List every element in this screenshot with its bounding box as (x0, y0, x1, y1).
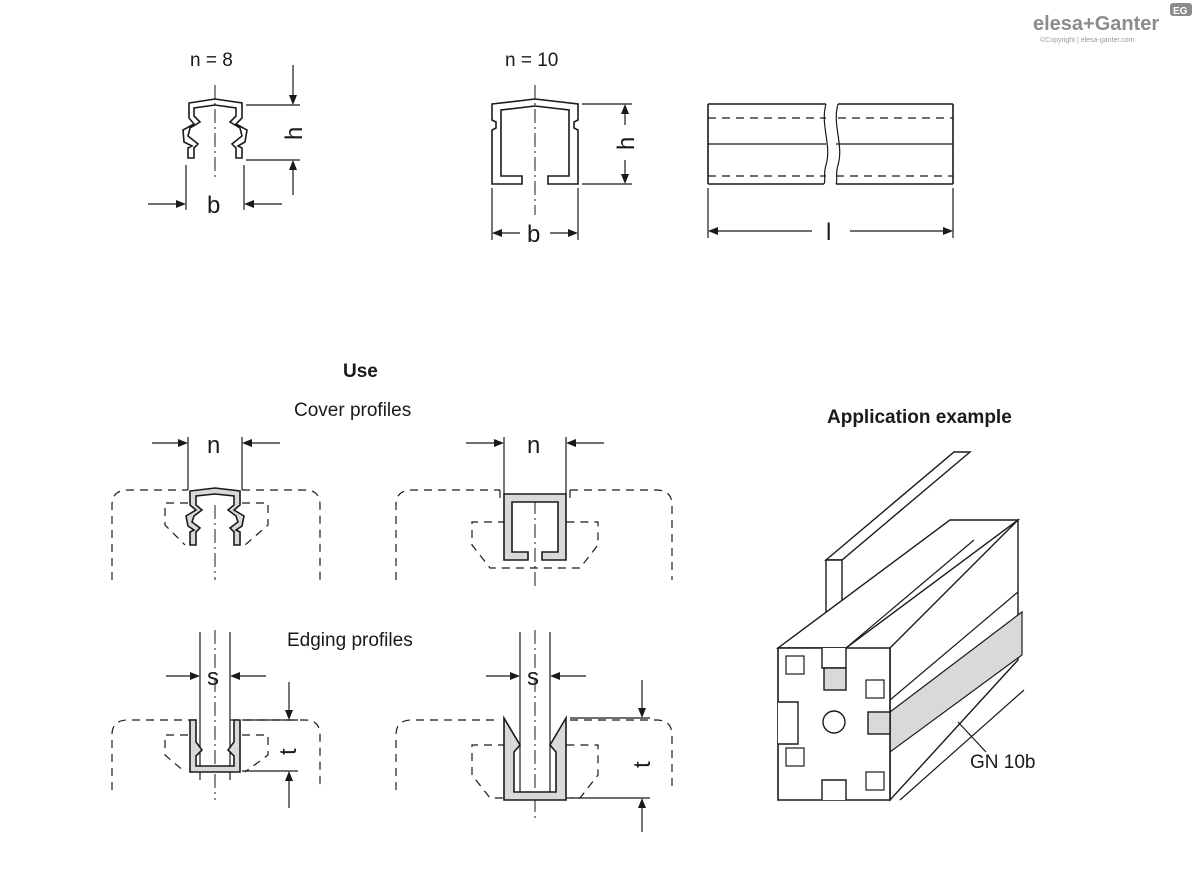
edge1-dim-s: s (207, 664, 219, 691)
n8-dim-h: h (281, 127, 308, 140)
edging-profile-1-shape (189, 719, 241, 773)
brand-text: elesa+Ganter (1033, 13, 1159, 35)
edging-profile-1: s t (111, 630, 321, 808)
profile-n8-drawing: n = 8 b h (148, 50, 308, 219)
profile-n10-shape (491, 98, 579, 185)
cover-profile-2-shape (503, 493, 567, 561)
gn10b-callout: GN 10b (970, 752, 1035, 773)
brand-badge (1170, 3, 1192, 16)
edge2-dim-t: t (629, 761, 656, 768)
cover-profiles-label: Cover profiles (294, 400, 411, 421)
copyright-text: ©Copyright | elesa-ganter.com (1040, 36, 1135, 44)
n10-dim-b: b (527, 221, 540, 248)
profile-n10-drawing: n = 10 b h (491, 50, 640, 248)
cover-profile-2: n (395, 432, 673, 590)
brand-logo: elesa+Ganter EG ©Copyright | elesa-gante… (1033, 3, 1192, 44)
cover-profile-1-shape (185, 487, 245, 546)
use-title: Use (343, 361, 378, 382)
edging-profile-2: s t (395, 630, 673, 832)
edging-profiles-label: Edging profiles (287, 630, 413, 651)
brand-badge-text: EG (1173, 6, 1188, 17)
cover2-dim-n: n (527, 432, 540, 459)
n10-dim-h: h (613, 137, 640, 150)
edging-profile-2-shape (503, 715, 567, 801)
n8-dim-b: b (207, 192, 220, 219)
application-example-drawing: GN 10b (775, 451, 1035, 802)
cover1-dim-n: n (207, 432, 220, 459)
edge1-dim-t: t (275, 748, 302, 755)
profile-n8-shape (182, 98, 248, 159)
profile-length-view: l (707, 103, 954, 246)
length-dim-l: l (826, 219, 831, 246)
n8-label: n = 8 (190, 50, 233, 71)
cover-profile-1: n (111, 432, 321, 580)
application-title: Application example (827, 407, 1012, 428)
n10-label: n = 10 (505, 50, 558, 71)
edge2-dim-s: s (527, 664, 539, 691)
